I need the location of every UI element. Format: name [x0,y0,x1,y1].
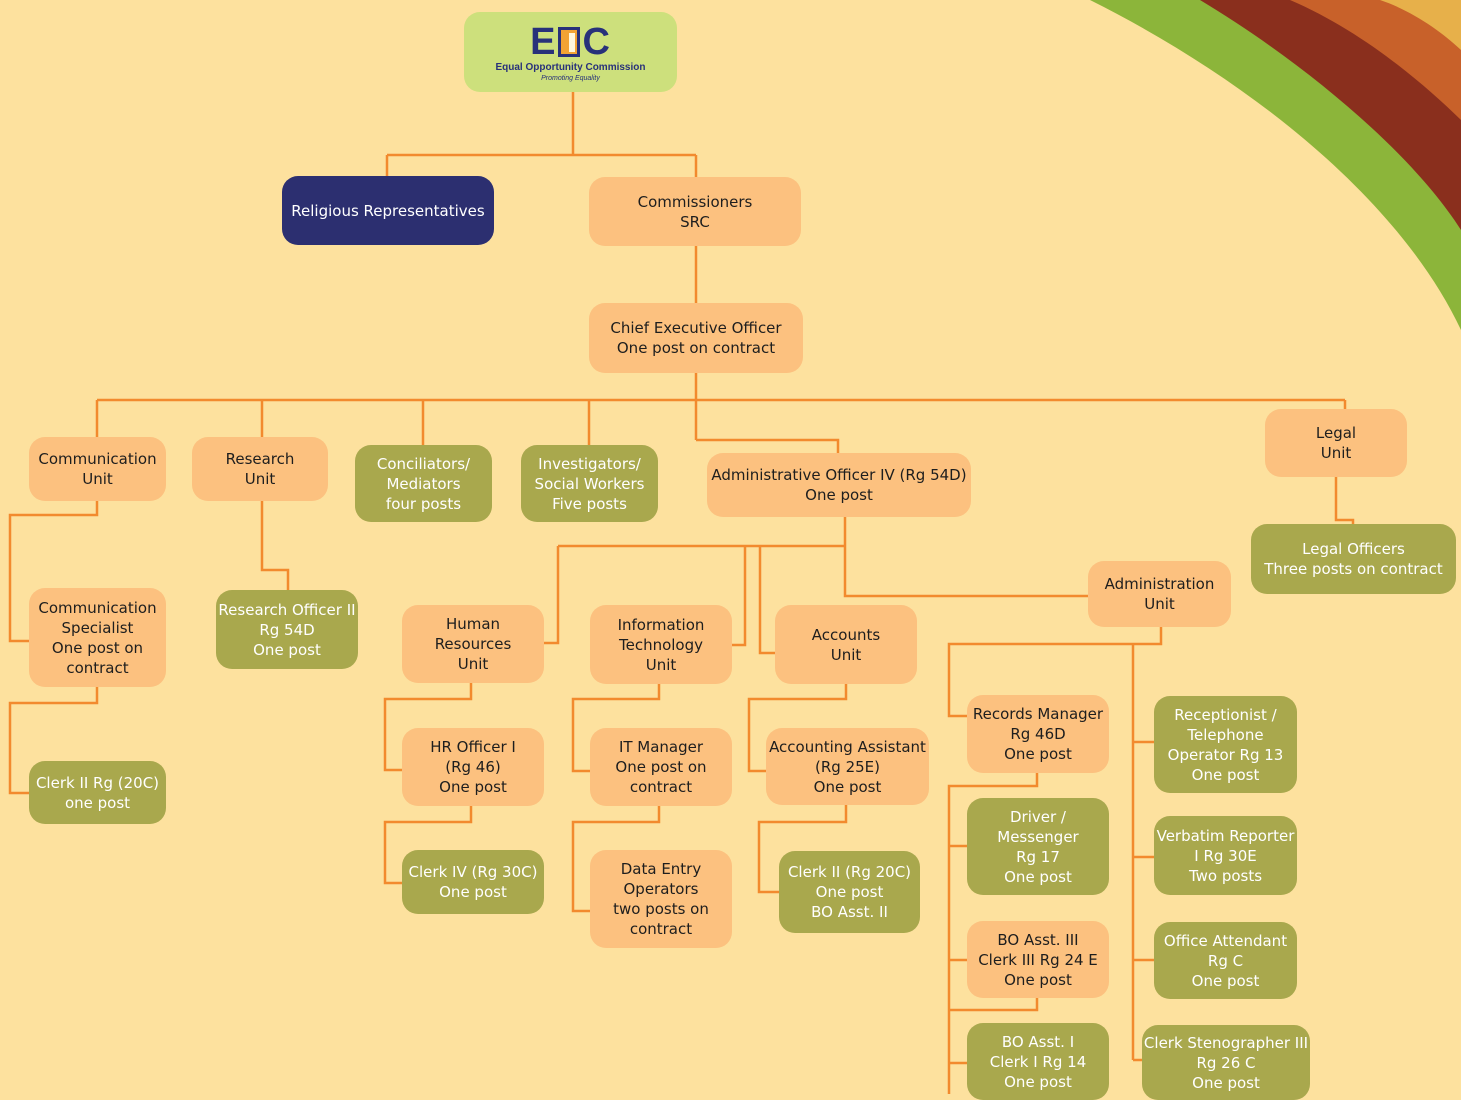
node-research-unit: Research Unit [192,437,328,501]
node-chief-executive-officer: Chief Executive Officer One post on cont… [589,303,803,373]
connector-admin-officer [544,517,1088,655]
corner-decoration [1090,0,1461,330]
node-bo-asst-i: BO Asst. I Clerk I Rg 14 One post [967,1023,1109,1100]
node-office-attendant: Office Attendant Rg C One post [1154,922,1297,999]
eoc-logo-mark: E C [530,22,611,62]
node-human-resources-unit: Human Resources Unit [402,605,544,683]
node-clerk-ii-accounts: Clerk II (Rg 20C) One post BO Asst. II [779,851,920,933]
connector-research [260,501,290,590]
logo-organization-name: Equal Opportunity Commission [495,61,646,73]
node-accounts-unit: Accounts Unit [775,605,917,684]
connector-accounts [747,684,848,894]
door-icon [558,26,581,57]
connector-communication [8,501,99,795]
node-religious-representatives: Religious Representatives [282,176,494,245]
node-conciliators: Conciliators/ Mediators four posts [355,445,492,522]
node-accounting-assistant: Accounting Assistant (Rg 25E) One post [766,728,929,805]
connector-ceo-units [95,373,1347,453]
connector-lines [8,92,1355,1094]
logo-mark-c: C [582,20,611,63]
node-administrative-officer: Administrative Officer IV (Rg 54D) One p… [707,453,971,517]
node-receptionist: Receptionist / Telephone Operator Rg 13 … [1154,696,1297,793]
logo-tagline: Promoting Equality [541,74,600,82]
node-communication-unit: Communication Unit [29,437,166,501]
node-records-manager: Records Manager Rg 46D One post [967,695,1109,773]
connector-it [571,684,661,913]
node-it-manager: IT Manager One post on contract [590,728,732,806]
node-research-officer: Research Officer II Rg 54D One post [216,590,358,669]
connector-administration [947,627,1163,1094]
node-commissioners: Commissioners SRC [589,177,801,246]
node-investigators: Investigators/ Social Workers Five posts [521,445,658,522]
node-legal-officers: Legal Officers Three posts on contract [1251,524,1456,594]
eoc-logo: E C Equal Opportunity Commission Promoti… [464,12,677,92]
node-hr-officer: HR Officer I (Rg 46) One post [402,728,544,806]
connector-logo-top [385,92,698,177]
node-legal-unit: Legal Unit [1265,409,1407,477]
node-driver-messenger: Driver / Messenger Rg 17 One post [967,798,1109,895]
node-communication-specialist: Communication Specialist One post on con… [29,588,166,687]
node-bo-asst-iii: BO Asst. III Clerk III Rg 24 E One post [967,921,1109,998]
connector-hr [383,683,473,885]
node-verbatim-reporter: Verbatim Reporter I Rg 30E Two posts [1154,816,1297,895]
node-data-entry-operators: Data Entry Operators two posts on contra… [590,850,732,948]
connector-legal [1334,477,1355,524]
logo-mark-e: E [530,20,557,63]
node-clerk-iv: Clerk IV (Rg 30C) One post [402,850,544,914]
node-information-technology-unit: Information Technology Unit [590,605,732,684]
node-clerk-stenographer: Clerk Stenographer III Rg 26 C One post [1142,1025,1310,1100]
node-clerk-ii-communication: Clerk II Rg (20C) one post [29,761,166,824]
node-administration-unit: Administration Unit [1088,561,1231,627]
